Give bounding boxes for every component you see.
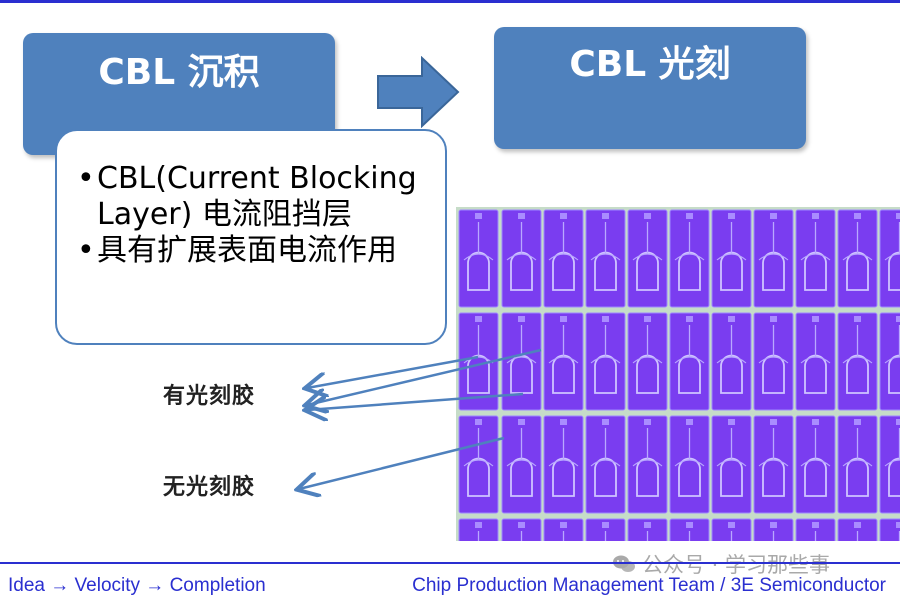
chip-die (458, 312, 499, 411)
chip-die (585, 312, 626, 411)
footer-tagline: Idea → Velocity → Completion (8, 575, 266, 596)
step-box-cbl-lithography: CBL 光刻 (494, 27, 806, 149)
chip-die (585, 209, 626, 308)
chip-die (711, 312, 752, 411)
description-text-cbl: CBL(Current Blocking Layer) 电流阻挡层 (97, 161, 417, 232)
watermark-text: 公众号 · 学习那些事 (642, 553, 831, 577)
top-rule (0, 0, 900, 3)
chip-die (795, 312, 836, 411)
chip-die (753, 415, 794, 514)
chip-die (501, 209, 542, 308)
chip-die (501, 415, 542, 514)
chip-die (669, 209, 710, 308)
chip-die (711, 415, 752, 514)
chip-die (753, 312, 794, 411)
chip-die (879, 415, 900, 514)
chip-die (669, 518, 710, 541)
chip-die (501, 518, 542, 541)
chip-die (879, 312, 900, 411)
chip-die (795, 518, 836, 541)
description-list: • CBL(Current Blocking Layer) 电流阻挡层 • 具有… (77, 161, 431, 269)
chip-die (627, 209, 668, 308)
description-item: • CBL(Current Blocking Layer) 电流阻挡层 (77, 161, 431, 233)
chip-die (501, 312, 542, 411)
chip-die (585, 518, 626, 541)
chip-die (753, 518, 794, 541)
chip-die (458, 209, 499, 308)
label-with-photoresist: 有光刻胶 (163, 384, 256, 409)
chip-die (669, 415, 710, 514)
bullet-icon: • (77, 161, 95, 196)
chip-die (458, 518, 499, 541)
chip-die (543, 209, 584, 308)
chip-die (585, 415, 626, 514)
chip-array-image (456, 207, 900, 541)
chip-die (543, 312, 584, 411)
chip-die (795, 209, 836, 308)
chip-die (627, 518, 668, 541)
chip-die (543, 518, 584, 541)
chip-die (879, 209, 900, 308)
description-text-spreading: 具有扩展表面电流作用 (97, 233, 397, 268)
chip-die (543, 415, 584, 514)
description-item: • 具有扩展表面电流作用 (77, 233, 431, 269)
description-box: • CBL(Current Blocking Layer) 电流阻挡层 • 具有… (55, 129, 447, 345)
chip-die (711, 518, 752, 541)
chip-die (627, 312, 668, 411)
chip-die (837, 415, 878, 514)
chip-die (669, 312, 710, 411)
step-label-deposition: CBL 沉积 (98, 52, 260, 93)
chip-die (837, 312, 878, 411)
step-label-lithography: CBL 光刻 (569, 44, 731, 85)
bottom-rule (0, 562, 900, 564)
chip-die (795, 415, 836, 514)
footer-team: Chip Production Management Team / 3E Sem… (412, 575, 886, 596)
chip-die (711, 209, 752, 308)
label-without-photoresist: 无光刻胶 (163, 475, 256, 500)
wechat-icon (613, 555, 635, 572)
chip-die (837, 209, 878, 308)
arrow-with-photoresist-1 (307, 355, 479, 388)
chip-die (458, 415, 499, 514)
chip-die (879, 518, 900, 541)
chip-die (627, 415, 668, 514)
chip-die (753, 209, 794, 308)
process-arrow-icon (376, 55, 460, 129)
microscope-photo (456, 207, 900, 541)
watermark: 公众号 · 学习那些事 (612, 549, 830, 579)
chip-die (837, 518, 878, 541)
bullet-icon: • (77, 233, 95, 268)
